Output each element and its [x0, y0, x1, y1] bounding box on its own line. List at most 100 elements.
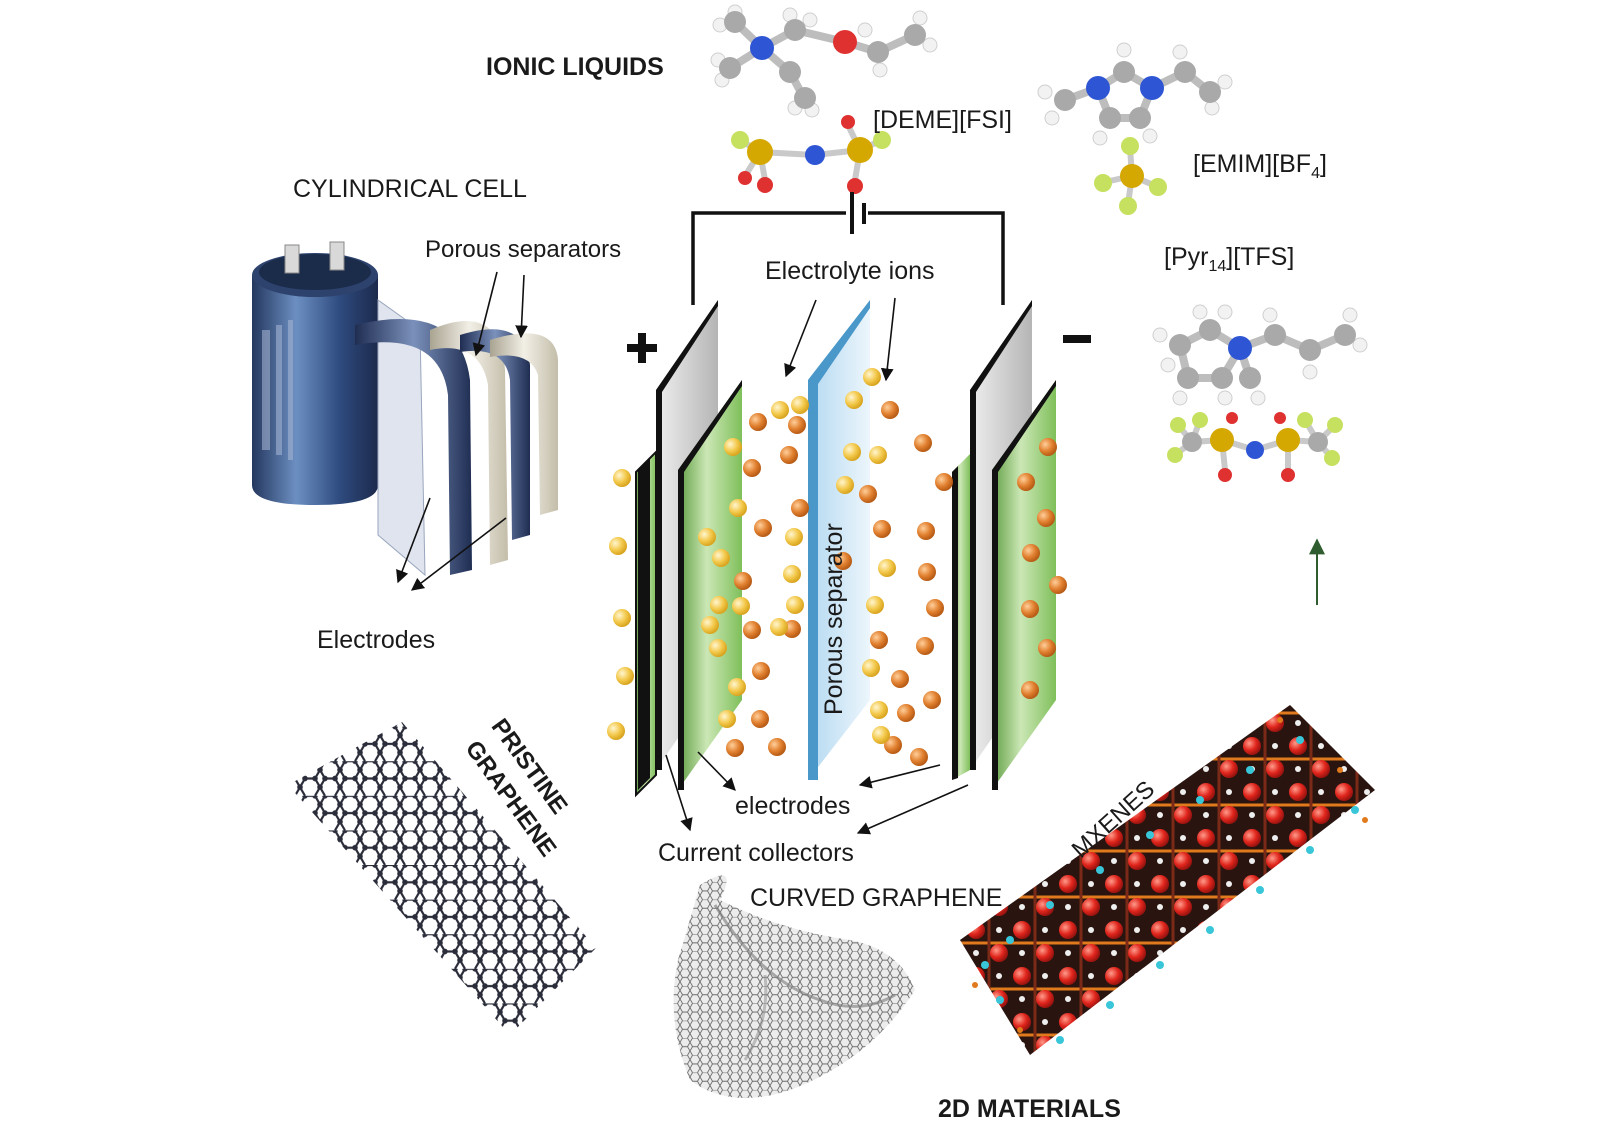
- ion-yellow: [613, 609, 631, 627]
- ion-orange: [780, 446, 798, 464]
- ion-orange: [917, 522, 935, 540]
- porous-separators-label: Porous separators: [425, 236, 622, 263]
- ion-orange: [1049, 576, 1067, 594]
- pyr14-cation-molecule: [1152, 304, 1368, 406]
- pyr14-end: ][TFS]: [1226, 243, 1295, 271]
- ion-yellow: [770, 618, 788, 636]
- ion-yellow: [845, 391, 863, 409]
- ion-yellow: [724, 438, 742, 456]
- curved-graphene-label: CURVED GRAPHENE: [750, 884, 1003, 912]
- ion-orange: [935, 473, 953, 491]
- ion-yellow: [786, 596, 804, 614]
- 2d-materials-heading: 2D MATERIALS: [938, 1095, 1121, 1123]
- emim-bf4-sub: 4: [1311, 165, 1320, 182]
- ion-orange: [791, 499, 809, 517]
- ion-yellow: [771, 401, 789, 419]
- supercapacitor-cell: [635, 192, 1056, 798]
- ion-orange: [881, 401, 899, 419]
- ion-orange: [1021, 681, 1039, 699]
- cylindrical-cell-label: CYLINDRICAL CELL: [293, 175, 527, 203]
- ion-orange: [916, 637, 934, 655]
- ion-yellow: [607, 722, 625, 740]
- emim-bf4-label: [EMIM][BF4]: [1193, 152, 1327, 182]
- pyr14-tfs-label: [Pyr14][TFS]: [1164, 245, 1294, 275]
- ion-orange: [873, 520, 891, 538]
- ion-orange: [743, 459, 761, 477]
- ion-orange: [870, 631, 888, 649]
- current-collectors-label: Current collectors: [658, 839, 854, 867]
- cylindrical-cell-illustration: [252, 241, 558, 577]
- electrolyte-ions: [607, 368, 1067, 766]
- mxene-structure: [960, 705, 1375, 1055]
- ion-orange: [743, 621, 761, 639]
- ion-orange: [914, 434, 932, 452]
- pyr14-sub: 14: [1208, 258, 1227, 275]
- ionic-liquids-heading: IONIC LIQUIDS: [486, 53, 664, 81]
- pristine-graphene-sheet: [288, 722, 596, 1035]
- ion-orange: [918, 563, 936, 581]
- ion-yellow: [613, 469, 631, 487]
- electrolyte-ions-label: Electrolyte ions: [765, 257, 935, 285]
- electrodes-cell-label: Electrodes: [317, 626, 436, 654]
- ion-orange: [1017, 473, 1035, 491]
- ion-orange: [834, 552, 852, 570]
- ion-yellow: [783, 565, 801, 583]
- ion-yellow: [872, 726, 890, 744]
- deme-cation-molecule: [710, 4, 938, 118]
- emim-bf4-end: ]: [1319, 150, 1327, 178]
- ion-orange: [1039, 438, 1057, 456]
- ion-yellow: [728, 678, 746, 696]
- ion-yellow: [866, 596, 884, 614]
- ion-yellow: [862, 659, 880, 677]
- minus-sign: [1063, 335, 1091, 343]
- ion-yellow: [878, 559, 896, 577]
- ion-orange: [1022, 544, 1040, 562]
- curved-graphene-sheet: [673, 875, 915, 1098]
- deme-fsi-label: [DEME][FSI]: [873, 106, 1012, 134]
- ion-orange: [788, 416, 806, 434]
- ion-orange: [751, 710, 769, 728]
- ion-yellow: [710, 596, 728, 614]
- ion-yellow: [869, 446, 887, 464]
- ion-yellow: [732, 597, 750, 615]
- ion-orange: [891, 670, 909, 688]
- ion-yellow: [709, 639, 727, 657]
- ion-orange: [1038, 639, 1056, 657]
- emim-bf4-main: [EMIM][BF: [1193, 150, 1312, 178]
- ion-yellow: [712, 549, 730, 567]
- ion-orange: [859, 485, 877, 503]
- ion-yellow: [729, 499, 747, 517]
- tfsi-anion-molecule: [1167, 412, 1343, 482]
- ion-yellow: [863, 368, 881, 386]
- emim-cation-molecule: [1037, 42, 1233, 146]
- pyr14-main: [Pyr: [1164, 243, 1209, 271]
- ion-yellow: [785, 528, 803, 546]
- ion-orange: [1021, 600, 1039, 618]
- ion-orange: [923, 691, 941, 709]
- ion-orange: [726, 739, 744, 757]
- ion-orange: [734, 572, 752, 590]
- ion-yellow: [698, 528, 716, 546]
- ion-orange: [897, 704, 915, 722]
- ion-yellow: [870, 701, 888, 719]
- ion-yellow: [836, 476, 854, 494]
- ion-orange: [754, 519, 772, 537]
- ion-orange: [910, 748, 928, 766]
- ion-orange: [1037, 509, 1055, 527]
- bf4-anion-molecule: [1094, 137, 1167, 215]
- ion-yellow: [609, 537, 627, 555]
- ion-orange: [749, 413, 767, 431]
- ion-orange: [926, 599, 944, 617]
- ion-yellow: [791, 396, 809, 414]
- ion-orange: [884, 736, 902, 754]
- ion-yellow: [718, 710, 736, 728]
- fsi-anion-molecule: [731, 115, 891, 194]
- ion-orange: [768, 738, 786, 756]
- ion-orange: [752, 662, 770, 680]
- ion-yellow: [701, 616, 719, 634]
- porous-separator-label: Porous separator: [820, 523, 848, 715]
- electrodes-label: electrodes: [735, 792, 851, 820]
- ion-yellow: [843, 443, 861, 461]
- ion-yellow: [616, 667, 634, 685]
